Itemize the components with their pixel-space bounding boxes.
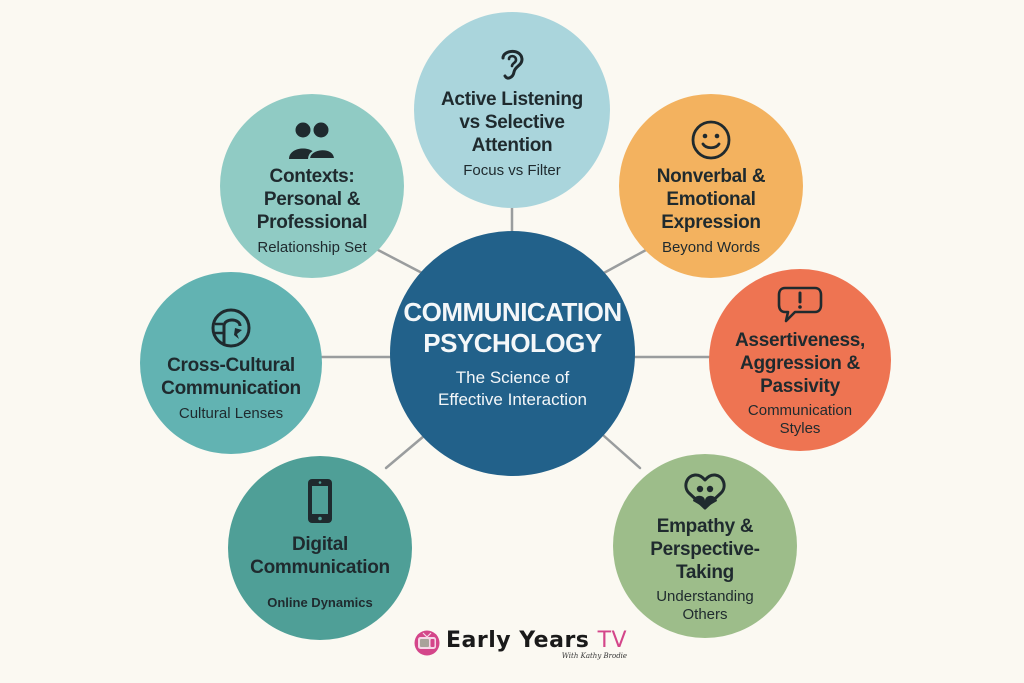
node-nonverbal: Nonverbal & Emotional Expression Beyond … — [619, 94, 803, 278]
node-subtitle: Focus vs Filter — [463, 162, 561, 179]
node-subtitle: Relationship Set — [257, 239, 367, 256]
smartphone-icon — [308, 478, 332, 523]
node-title: Empathy & Perspective- Taking — [650, 515, 760, 583]
node-title: Active Listening vs Selective Attention — [441, 89, 583, 156]
speech-bubble-exclamation-icon — [777, 286, 823, 322]
brand-tv-text: TV — [597, 628, 628, 653]
connector-nonverbal — [600, 248, 648, 276]
node-active-listening: Active Listening vs Selective Attention … — [414, 12, 610, 208]
node-empathy: Empathy & Perspective- Taking Understand… — [613, 454, 797, 638]
node-assertiveness: Assertiveness, Aggression & Passivity Co… — [709, 269, 891, 451]
connector-digital — [384, 434, 426, 470]
heart-people-icon — [684, 472, 726, 509]
ear-icon — [501, 49, 524, 80]
node-subtitle: Online Dynamics — [267, 594, 373, 610]
node-title: Assertiveness, Aggression & Passivity — [735, 329, 865, 397]
node-subtitle: Communication Styles — [747, 401, 853, 437]
node-title: Cross-Cultural Communication — [161, 354, 301, 399]
node-title: Nonverbal & Emotional Expression — [656, 166, 766, 233]
center-title: COMMUNICATION PSYCHOLOGY — [403, 296, 622, 358]
two-people-icon — [289, 122, 337, 160]
globe-lens-icon — [211, 308, 251, 347]
center-subtitle: The Science of Effective Interaction — [438, 367, 587, 409]
smiley-face-icon — [691, 120, 731, 160]
node-subtitle: Understanding Others — [656, 587, 754, 623]
connector-contexts — [376, 248, 426, 276]
node-subtitle: Beyond Words — [661, 239, 761, 256]
brand-name: Early Years TV — [446, 628, 627, 654]
node-subtitle: Cultural Lenses — [178, 404, 284, 422]
node-digital: Digital Communication Online Dynamics — [228, 456, 412, 640]
node-center-communication-psychology: COMMUNICATION PSYCHOLOGY The Science of … — [390, 231, 635, 476]
brand-text: Early Years — [446, 628, 590, 653]
connector-empathy — [602, 434, 642, 470]
early-years-tv-logo: Early Years TV With Kathy Brodie — [414, 628, 627, 672]
retro-tv-icon — [414, 630, 440, 656]
node-contexts: Contexts: Personal & Professional Relati… — [220, 94, 404, 278]
brand-tagline: With Kathy Brodie — [561, 652, 628, 660]
node-title: Digital Communication — [250, 533, 390, 578]
node-cross-cultural: Cross-Cultural Communication Cultural Le… — [140, 272, 322, 454]
node-title: Contexts: Personal & Professional — [256, 166, 368, 233]
